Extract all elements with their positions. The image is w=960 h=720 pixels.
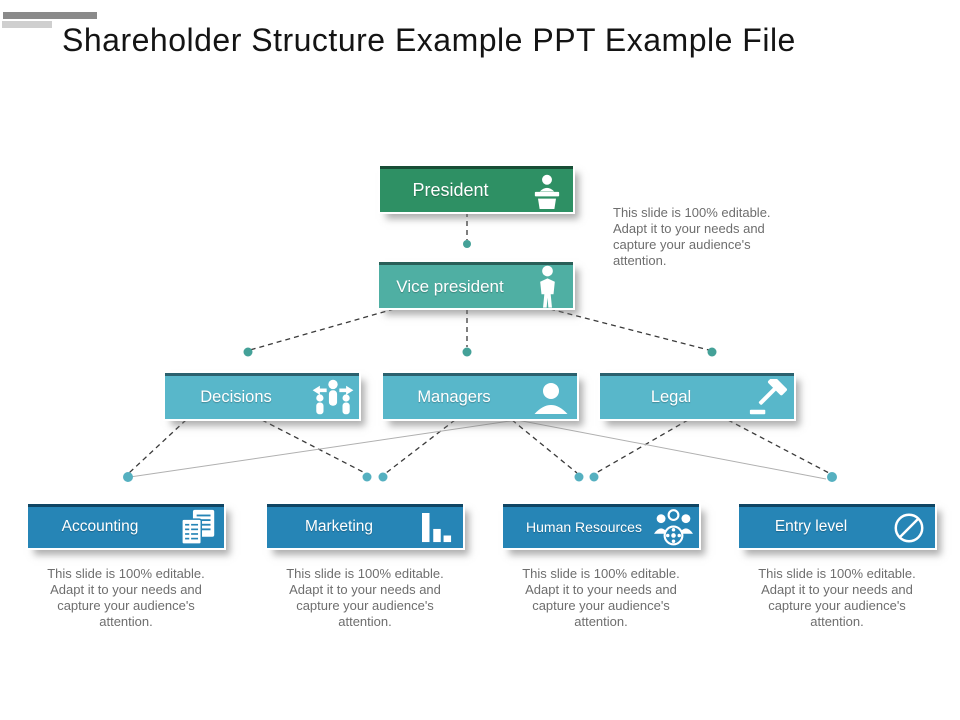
podium-icon — [521, 173, 573, 209]
node-label: Legal — [650, 387, 692, 406]
ledger-icon — [172, 509, 224, 546]
node-label: President — [412, 180, 489, 201]
org-node-decisions[interactable]: Decisions — [165, 373, 359, 419]
org-node-vice-president[interactable]: Vice president — [379, 262, 573, 308]
org-node-marketing[interactable]: Marketing — [267, 504, 463, 548]
editable-note-marketing: This slide is 100% editable. Adapt it to… — [286, 566, 444, 629]
corner-accent-bar-dark — [3, 12, 97, 19]
editable-note-side: This slide is 100% editable. Adapt it to… — [613, 205, 771, 268]
node-label: Managers — [417, 387, 491, 406]
org-node-accounting[interactable]: Accounting — [28, 504, 224, 548]
node-label: Decisions — [200, 387, 272, 406]
node-label: Accounting — [61, 518, 139, 536]
editable-note-human-resources: This slide is 100% editable. Adapt it to… — [522, 566, 680, 629]
team-icon — [647, 508, 699, 547]
org-node-entry-level[interactable]: Entry level — [739, 504, 935, 548]
editable-note-entry-level: This slide is 100% editable. Adapt it to… — [758, 566, 916, 629]
node-label: Vice president — [396, 276, 504, 296]
page-title: Shareholder Structure Example PPT Exampl… — [62, 22, 796, 58]
no-entry-icon — [883, 511, 935, 545]
node-label: Marketing — [304, 518, 374, 536]
gavel-icon — [742, 378, 794, 417]
org-node-human-resources[interactable]: Human Resources — [503, 504, 699, 548]
corner-accent-bar-light — [2, 21, 52, 28]
node-label: Entry level — [774, 518, 848, 536]
editable-note-accounting: This slide is 100% editable. Adapt it to… — [47, 566, 205, 629]
org-node-managers[interactable]: Managers — [383, 373, 577, 419]
node-label: Human Resources — [526, 519, 642, 536]
org-node-legal[interactable]: Legal — [600, 373, 794, 419]
org-node-president[interactable]: President — [380, 166, 573, 212]
businessman-icon — [521, 265, 573, 308]
manager-icon — [525, 382, 577, 414]
barchart-icon — [411, 512, 463, 543]
decision-icon — [307, 379, 359, 417]
